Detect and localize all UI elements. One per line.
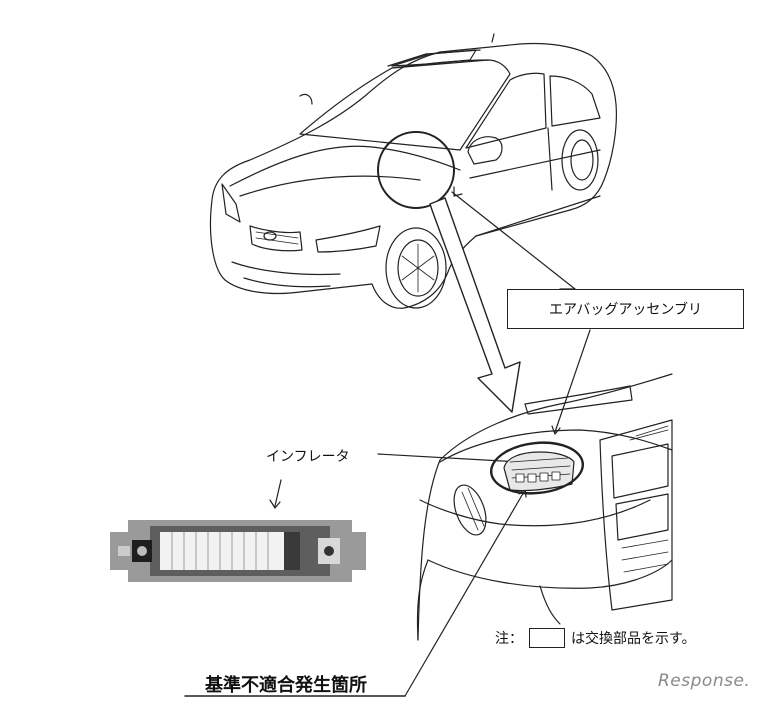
note-prefix: 注： <box>495 631 523 647</box>
dashboard-illustration <box>416 373 673 641</box>
car-illustration <box>209 33 617 309</box>
legend-box-swatch <box>529 628 565 648</box>
inflator-cutaway <box>110 520 366 582</box>
inflator-label: インフレータ <box>266 449 350 465</box>
response-logo: Response. <box>658 671 751 691</box>
defect-location-label: 基準不適合発生箇所 <box>205 675 367 696</box>
legend-note: 注： は交換部品を示す。 <box>495 628 696 648</box>
airbag-assembly-label: エアバッグアッセンブリ <box>507 289 744 329</box>
note-suffix: は交換部品を示す。 <box>571 631 696 647</box>
airbag-module <box>503 451 575 492</box>
